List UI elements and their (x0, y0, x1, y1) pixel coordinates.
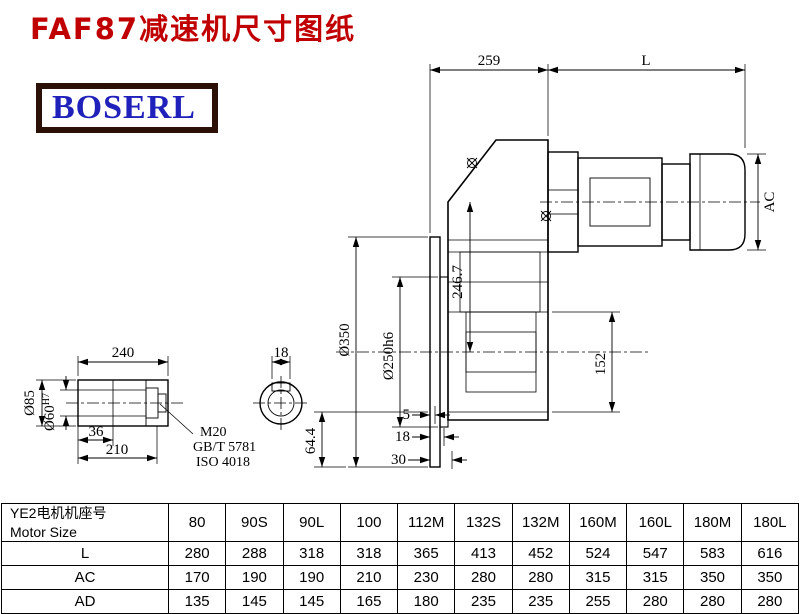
table-cell: 365 (397, 541, 456, 566)
table-cell: 318 (339, 541, 399, 566)
dim-18-key-label: 18 (274, 345, 289, 361)
brand-logo: BOSERL (36, 83, 218, 133)
row-header-en: Motor Size (10, 523, 77, 540)
table-cell: 616 (740, 541, 800, 566)
column-header: 100 (339, 503, 399, 542)
table-cell: 210 (339, 565, 399, 590)
dim-246-label: 246.7 (450, 265, 466, 299)
column-header: 90L (282, 503, 341, 542)
table-cell: 235 (454, 589, 513, 614)
row-header-cn: YE2电机机座号 (10, 505, 107, 522)
shaft-detail-view (66, 376, 309, 430)
dim-152-label: 152 (593, 353, 609, 376)
table-cell: 135 (167, 589, 227, 614)
dim-shaft-od-label: Ø85 (22, 390, 38, 416)
table-cell: 280 (740, 589, 800, 614)
page-title: FAF87减速机尺寸图纸 (30, 12, 357, 46)
column-header: 180M (683, 503, 742, 542)
dim-18-offset-label: 18 (395, 429, 410, 445)
table-cell: 315 (568, 565, 628, 590)
table-cell: 280 (167, 541, 227, 566)
gearbox-main-view (336, 139, 760, 468)
table-cell: 280 (683, 589, 742, 614)
dim-259-label: 259 (478, 53, 501, 69)
motor-size-table: YE2电机机座号 Motor Size 80 90S 90L 100 112M … (1, 503, 800, 614)
dim-36-label: 36 (89, 424, 105, 440)
dim-AC-label: AC (762, 192, 778, 213)
table-row-AD: AD 135 145 145 165 180 235 235 255 280 2… (1, 589, 800, 614)
table-cell: 452 (511, 541, 570, 566)
main-dimensions: 259 L AC Ø350 Ø250h6 246.7 152 64.4 (303, 53, 778, 469)
row-label: AC (1, 565, 169, 590)
table-cell: 315 (626, 565, 685, 590)
bolt-symbol (466, 157, 478, 169)
table-cell: 170 (167, 565, 227, 590)
technical-drawing: 259 L AC Ø350 Ø250h6 246.7 152 64.4 (22, 53, 778, 470)
end-bolt-head (157, 393, 167, 413)
shaft-dimensions: 240 18 Ø85 Ø60H7 36 210 M20 GB/T (22, 345, 291, 470)
bolt-symbol (540, 210, 552, 222)
motor-fan-cowl (689, 153, 746, 251)
dim-spigot-dia-label: Ø250h6 (381, 331, 397, 380)
table-cell: 350 (683, 565, 742, 590)
thread-label: M20 (200, 425, 226, 440)
dim-5-label: 5 (403, 407, 411, 423)
dim-flange-dia-label: Ø350 (337, 323, 353, 356)
column-header: 160L (626, 503, 685, 542)
dim-240-label: 240 (112, 345, 135, 361)
hollow-shaft-body (77, 379, 169, 427)
dim-bore-label: Ø60H7 (41, 393, 58, 431)
table-cell: 547 (626, 541, 685, 566)
column-header: 160M (568, 503, 628, 542)
table-cell: 145 (225, 589, 284, 614)
table-row-L: L 280 288 318 318 365 413 452 524 547 58… (1, 541, 800, 566)
standard-gb-label: GB/T 5781 (193, 440, 256, 455)
gearbox-housing (447, 139, 549, 421)
column-header: 180L (740, 503, 800, 542)
table-cell: 413 (454, 541, 513, 566)
table-cell: 165 (339, 589, 399, 614)
dim-210-label: 210 (106, 442, 129, 458)
column-header: 132M (511, 503, 570, 542)
brand-logo-text: BOSERL (52, 89, 196, 126)
standard-iso-label: ISO 4018 (196, 455, 250, 470)
table-cell: 583 (683, 541, 742, 566)
table-cell: 145 (282, 589, 341, 614)
dim-L-label: L (641, 53, 650, 69)
dim-30-label: 30 (391, 452, 406, 468)
table-row-AC: AC 170 190 190 210 230 280 280 315 315 3… (1, 565, 800, 590)
column-header: 80 (167, 503, 227, 542)
table-cell: 180 (397, 589, 456, 614)
column-header: 90S (225, 503, 284, 542)
table-cell: 190 (225, 565, 284, 590)
row-header: YE2电机机座号 Motor Size (1, 503, 169, 542)
row-label: AD (1, 589, 169, 614)
row-label: L (1, 541, 169, 566)
table-cell: 280 (626, 589, 685, 614)
table-cell: 190 (282, 565, 341, 590)
table-cell: 235 (511, 589, 570, 614)
table-cell: 230 (397, 565, 456, 590)
table-cell: 280 (511, 565, 570, 590)
table-cell: 288 (225, 541, 284, 566)
table-cell: 318 (282, 541, 341, 566)
table-header-row: YE2电机机座号 Motor Size 80 90S 90L 100 112M … (1, 503, 800, 542)
table-cell: 255 (568, 589, 628, 614)
dim-64-label: 64.4 (303, 427, 319, 454)
column-header: 132S (454, 503, 513, 542)
column-header: 112M (397, 503, 456, 542)
table-cell: 350 (740, 565, 800, 590)
table-cell: 524 (568, 541, 628, 566)
table-cell: 280 (454, 565, 513, 590)
